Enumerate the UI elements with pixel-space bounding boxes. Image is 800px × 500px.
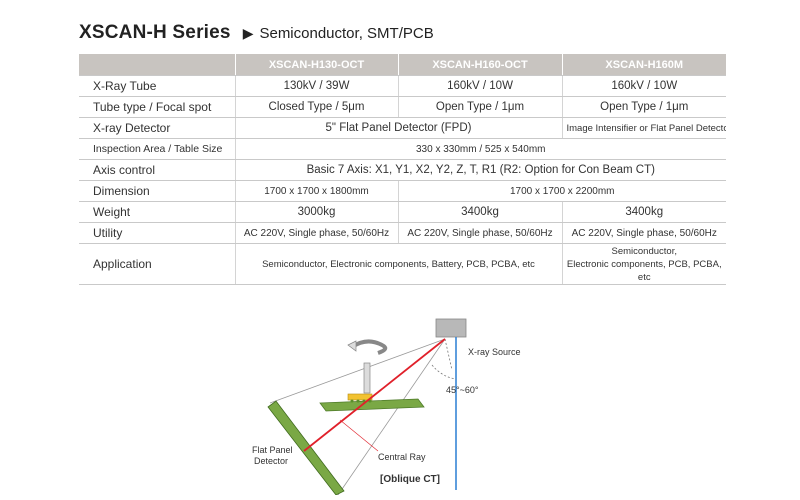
table-cell: Open Type / 1μm	[562, 96, 726, 118]
table-cell: Open Type / 1μm	[398, 96, 563, 118]
table-cell: 160kV / 10W	[398, 75, 563, 97]
table-cell: 5" Flat Panel Detector (FPD)	[235, 117, 563, 139]
table-cell: AC 220V, Single phase, 50/60Hz	[235, 222, 399, 244]
table-row: Dimension 1700 x 1700 x 1800mm 1700 x 17…	[79, 180, 726, 202]
flat-panel-detector	[267, 400, 345, 495]
rotation-arrowhead	[347, 340, 357, 352]
table-cell: 3400kg	[398, 201, 563, 223]
table-row: X-Ray Tube 130kV / 39W 160kV / 10W 160kV…	[79, 75, 726, 97]
table-cell: AC 220V, Single phase, 50/60Hz	[562, 222, 726, 244]
table-cell: 1700 x 1700 x 1800mm	[235, 180, 399, 202]
angle-label: 45°~60°	[446, 385, 479, 395]
row-label: Tube type / Focal spot	[79, 96, 236, 118]
column-header: XSCAN-H130-OCT	[235, 54, 399, 76]
table-cell: 330 x 330mm / 525 x 540mm	[235, 138, 726, 160]
application-line-1: Semiconductor,	[611, 245, 677, 257]
table-cell: 130kV / 39W	[235, 75, 399, 97]
central-ray-line	[303, 338, 446, 452]
oblique-ct-svg	[267, 318, 467, 495]
cone-lower-line	[337, 338, 446, 495]
detector-label-line-1: Flat Panel	[252, 445, 293, 455]
table-cell: 160kV / 10W	[562, 75, 726, 97]
table-cell: Basic 7 Axis: X1, Y1, X2, Y2, Z, T, R1 (…	[235, 159, 726, 181]
detector-label-line-2: Detector	[254, 456, 289, 466]
application-line-2: Electronic components, PCB, PCBA, etc	[566, 258, 722, 283]
row-label: X-Ray Tube	[79, 75, 236, 97]
column-header: XSCAN-H160M	[562, 54, 726, 76]
pcb-board	[319, 398, 425, 412]
rotation-shaft	[363, 362, 371, 394]
solder-ball	[356, 399, 360, 403]
play-arrow-icon: ▶	[242, 25, 254, 41]
table-row: Application Semiconductor, Electronic co…	[79, 243, 726, 285]
table-header-row: XSCAN-H130-OCT XSCAN-H160-OCT XSCAN-H160…	[79, 54, 726, 76]
row-label: Dimension	[79, 180, 236, 202]
series-title: XSCAN-H Series	[79, 22, 231, 43]
row-label: Utility	[79, 222, 236, 244]
xray-source-label: X-ray Source	[468, 347, 521, 357]
table-cell: AC 220V, Single phase, 50/60Hz	[398, 222, 563, 244]
cone-upper-line	[269, 338, 446, 404]
table-row: Utility AC 220V, Single phase, 50/60Hz A…	[79, 222, 726, 244]
series-subtitle: Semiconductor, SMT/PCB	[259, 25, 434, 42]
row-label: X-ray Detector	[79, 117, 236, 139]
rotation-arrow-icon	[350, 339, 388, 355]
row-label: Weight	[79, 201, 236, 223]
row-label: Inspection Area / Table Size	[79, 138, 236, 160]
central-ray-label: Central Ray	[378, 452, 426, 462]
oblique-ct-diagram	[240, 315, 560, 495]
xray-source-box	[435, 318, 467, 338]
table-cell: 1700 x 1700 x 2200mm	[398, 180, 726, 202]
table-cell: 3000kg	[235, 201, 399, 223]
table-cell: Semiconductor, Electronic components, Ba…	[235, 243, 563, 285]
table-cell: 3400kg	[562, 201, 726, 223]
row-label: Axis control	[79, 159, 236, 181]
table-row: Weight 3000kg 3400kg 3400kg	[79, 201, 726, 223]
table-row: Tube type / Focal spot Closed Type / 5μm…	[79, 96, 726, 118]
table-cell: Image Intensifier or Flat Panel Detector	[562, 117, 726, 139]
page-header: XSCAN-H Series ▶ Semiconductor, SMT/PCB	[79, 22, 434, 48]
column-header: XSCAN-H160-OCT	[398, 54, 563, 76]
solder-ball	[350, 399, 354, 403]
header-blank-cell	[79, 54, 236, 76]
central-ray-pointer	[339, 419, 379, 452]
table-cell: Semiconductor, Electronic components, PC…	[562, 243, 726, 285]
angle-guide-line	[444, 338, 453, 371]
table-row: Inspection Area / Table Size 330 x 330mm…	[79, 138, 726, 160]
diagram-caption: [Oblique CT]	[380, 474, 440, 485]
table-cell: Closed Type / 5μm	[235, 96, 399, 118]
spec-table: XSCAN-H130-OCT XSCAN-H160-OCT XSCAN-H160…	[79, 54, 726, 285]
table-row: X-ray Detector 5" Flat Panel Detector (F…	[79, 117, 726, 139]
table-row: Axis control Basic 7 Axis: X1, Y1, X2, Y…	[79, 159, 726, 181]
row-label: Application	[79, 243, 236, 285]
angle-arc	[431, 364, 457, 380]
